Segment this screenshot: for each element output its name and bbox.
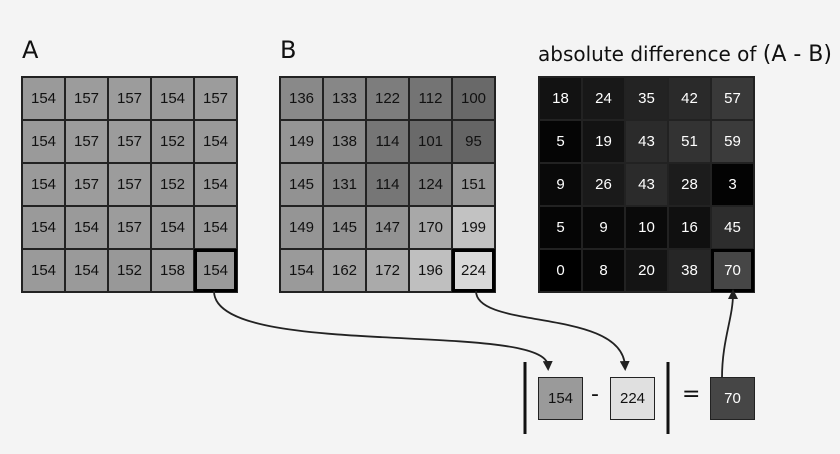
grid-b-cell: 196 <box>409 249 452 292</box>
arrow-result-to-diff <box>721 289 738 379</box>
grid-a-cell: 154 <box>194 206 237 249</box>
grid-a-cell: 157 <box>108 163 151 206</box>
grid-diff-cell: 38 <box>668 249 711 292</box>
grid-b-cell: 224 <box>452 249 495 292</box>
minus-sign: - <box>591 382 599 407</box>
grid-b-cell: 172 <box>366 249 409 292</box>
grid-a-cell: 154 <box>194 249 237 292</box>
grid-b-cell: 147 <box>366 206 409 249</box>
grid-diff-cell: 24 <box>582 77 625 120</box>
grid-b-cell: 149 <box>280 120 323 163</box>
grid-b-cell: 199 <box>452 206 495 249</box>
grid-b-cell: 133 <box>323 77 366 120</box>
grid-a-cell: 157 <box>65 120 108 163</box>
grid-b-cell: 162 <box>323 249 366 292</box>
grid-a-cell: 157 <box>108 206 151 249</box>
grid-a-cell: 154 <box>151 77 194 120</box>
grid-a-cell: 157 <box>194 77 237 120</box>
grid-b-cell: 145 <box>280 163 323 206</box>
grid-diff-cell: 0 <box>539 249 582 292</box>
grid-b-cell: 95 <box>452 120 495 163</box>
grid-diff-cell: 20 <box>625 249 668 292</box>
grid-diff-cell: 3 <box>711 163 754 206</box>
grid-b-cell: 114 <box>366 163 409 206</box>
grid-diff-cell: 42 <box>668 77 711 120</box>
grid-a-cell: 154 <box>22 249 65 292</box>
grid-a-cell: 152 <box>151 163 194 206</box>
grid-a-cell: 154 <box>22 163 65 206</box>
grid-a-cell: 157 <box>108 120 151 163</box>
grid-diff-cell: 19 <box>582 120 625 163</box>
grid-b-cell: 154 <box>280 249 323 292</box>
grid-b-cell: 151 <box>452 163 495 206</box>
grid-diff-cell: 43 <box>625 120 668 163</box>
grid-b-cell: 170 <box>409 206 452 249</box>
equation-result: 70 <box>710 377 755 420</box>
diff-title: absolute difference of (A - B) <box>538 42 832 67</box>
grid-diff-cell: 35 <box>625 77 668 120</box>
grid-b-cell: 124 <box>409 163 452 206</box>
grid-diff-cell: 59 <box>711 120 754 163</box>
grid-b-cell: 149 <box>280 206 323 249</box>
grid-b-cell: 112 <box>409 77 452 120</box>
grid-b-cell: 138 <box>323 120 366 163</box>
grid-diff-cell: 51 <box>668 120 711 163</box>
grid-a-cell: 157 <box>65 77 108 120</box>
grid-diff-cell: 16 <box>668 206 711 249</box>
grid-a-cell: 154 <box>65 206 108 249</box>
grid-diff-cell: 5 <box>539 206 582 249</box>
grid-a-cell: 154 <box>22 77 65 120</box>
grid-a-cell: 154 <box>22 120 65 163</box>
diff-title-paren: (A - B) <box>762 42 832 67</box>
grid-diff-cell: 9 <box>539 163 582 206</box>
arrow-a-to-equation <box>213 290 553 371</box>
grid-a-cell: 158 <box>151 249 194 292</box>
grid-b-cell: 101 <box>409 120 452 163</box>
grid-a-cell: 152 <box>108 249 151 292</box>
label-b: B <box>280 36 297 64</box>
grid-b-cell: 122 <box>366 77 409 120</box>
grid-diff-cell: 45 <box>711 206 754 249</box>
equation-a-value: 154 <box>538 377 583 420</box>
grid-b-cell: 145 <box>323 206 366 249</box>
grid-diff-cell: 8 <box>582 249 625 292</box>
grid-diff-cell: 18 <box>539 77 582 120</box>
grid-a-cell: 154 <box>65 249 108 292</box>
grid-a-cell: 154 <box>151 206 194 249</box>
equation-b-value: 224 <box>610 377 655 420</box>
grid-diff-cell: 57 <box>711 77 754 120</box>
grid-diff-cell: 28 <box>668 163 711 206</box>
grid-a-cell: 154 <box>22 206 65 249</box>
grid-b-cell: 100 <box>452 77 495 120</box>
grid-b-cell: 114 <box>366 120 409 163</box>
grid-diff-cell: 26 <box>582 163 625 206</box>
arrow-b-to-equation <box>475 290 630 371</box>
grid-a-cell: 154 <box>194 120 237 163</box>
grid-diff-cell: 5 <box>539 120 582 163</box>
grid-b-cell: 131 <box>323 163 366 206</box>
grid-b-cell: 136 <box>280 77 323 120</box>
grid-a-cell: 152 <box>151 120 194 163</box>
grid-a-cell: 154 <box>194 163 237 206</box>
grid-a-cell: 157 <box>65 163 108 206</box>
diff-title-prefix: absolute difference of <box>538 42 763 66</box>
grid-diff-cell: 43 <box>625 163 668 206</box>
label-a: A <box>22 36 39 64</box>
grid-a-cell: 157 <box>108 77 151 120</box>
grid-diff-cell: 9 <box>582 206 625 249</box>
grid-diff-cell: 10 <box>625 206 668 249</box>
equals-sign: = <box>682 382 701 407</box>
